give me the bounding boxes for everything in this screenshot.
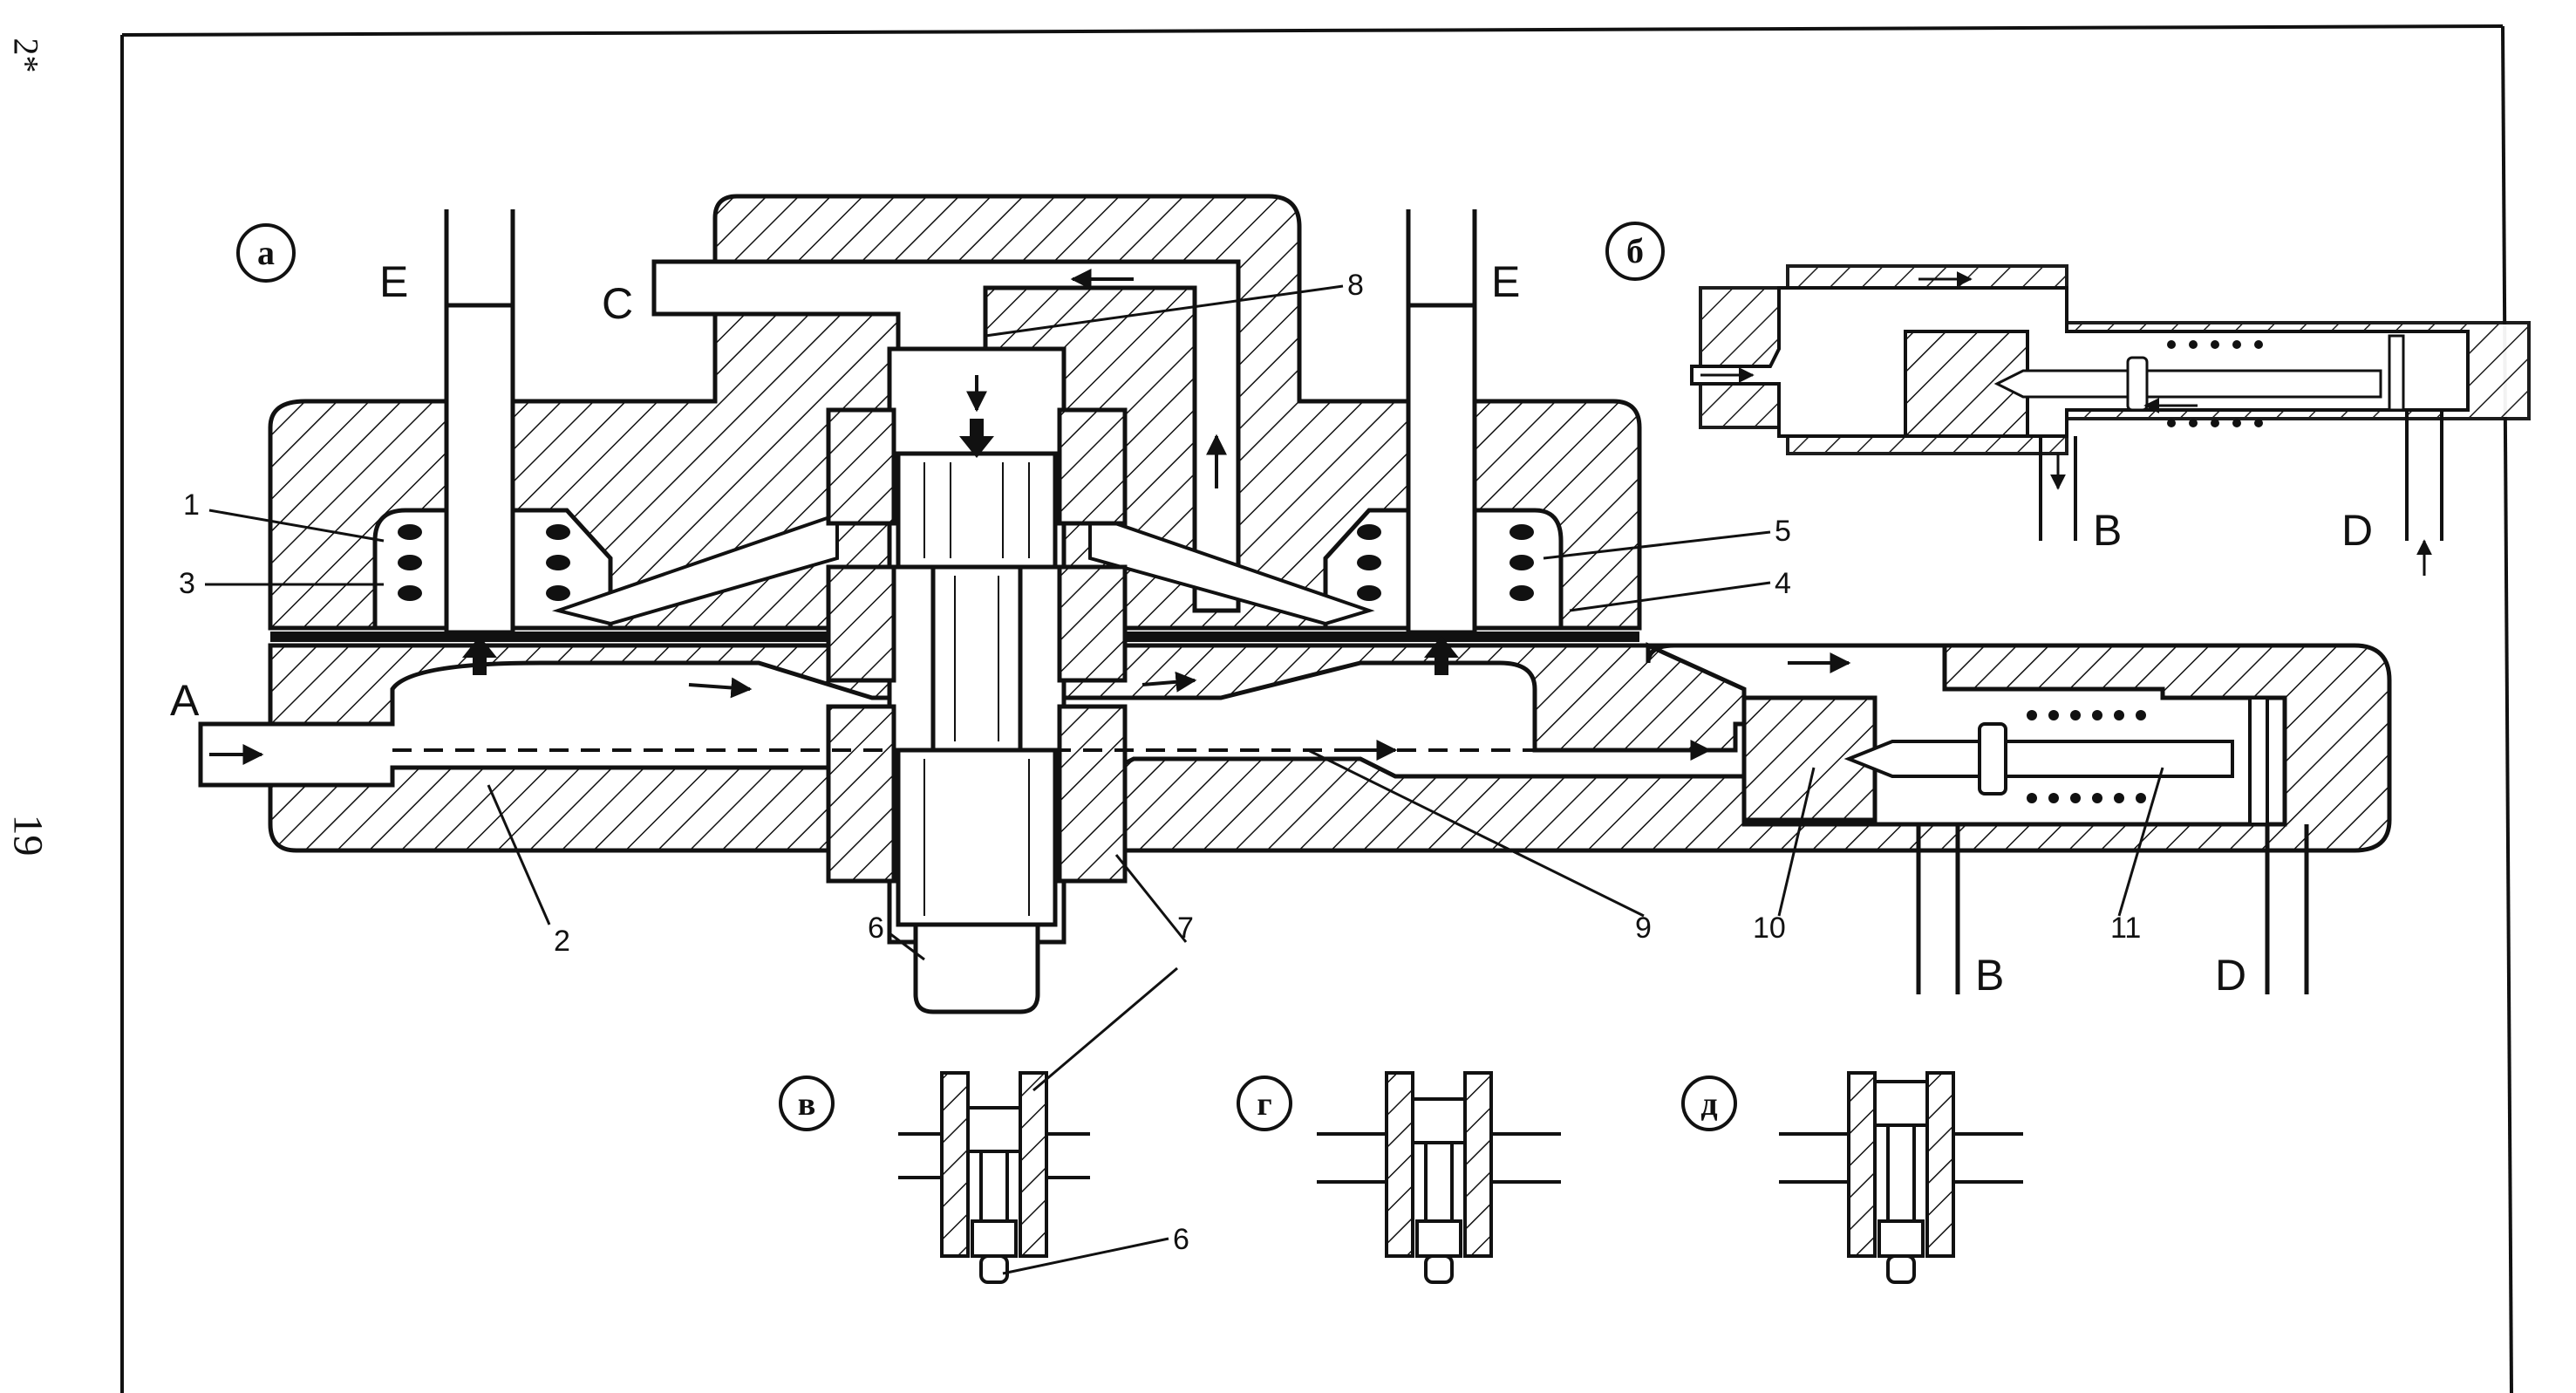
callout-3: 3 — [179, 567, 195, 600]
port-label-d-main: D — [2215, 951, 2246, 1000]
sleeve-top-right — [1057, 407, 1128, 526]
left-branch-channel — [551, 512, 839, 626]
sleeve-mid-right — [1057, 564, 1128, 683]
frame-top — [121, 24, 2504, 37]
inset-b-piston — [2126, 356, 2149, 412]
inset-b-ejector — [1690, 264, 2531, 576]
right-spring — [1357, 524, 1534, 601]
left-spring — [398, 524, 570, 601]
callout-7: 7 — [1177, 912, 1194, 945]
pressure-arrows — [462, 419, 1459, 675]
spool-lower — [896, 748, 1058, 927]
ejector-piston — [1978, 722, 2007, 796]
view-v-position — [898, 1071, 1090, 1284]
view-circle-g: г — [1237, 1075, 1292, 1131]
ejector-spring — [2027, 710, 2146, 803]
sleeve-bot-left — [826, 704, 896, 884]
spool-stem — [930, 564, 1023, 753]
frame-right — [2501, 25, 2513, 1393]
callout-6: 6 — [868, 912, 884, 945]
spool-tip — [913, 922, 1040, 1014]
port-label-c: C — [602, 279, 633, 328]
main-valve-body — [198, 194, 2392, 1014]
sleeve-top-left — [826, 407, 896, 526]
port-label-b-inset: B — [2093, 506, 2122, 555]
ejector-end-disc — [2248, 696, 2269, 826]
sleeve-bot-right — [1057, 704, 1128, 884]
port-label-a: A — [170, 676, 200, 725]
inset-b-spring — [2167, 340, 2263, 427]
view-label-d: д — [1700, 1086, 1717, 1123]
leader-lines — [205, 284, 2164, 961]
spool-upper — [896, 451, 1058, 570]
callout-1: 1 — [183, 488, 200, 522]
flow-arrows — [209, 269, 1851, 765]
callout-9: 9 — [1635, 912, 1652, 945]
view-label-b: б — [1626, 231, 1644, 270]
port-label-b-main: B — [1975, 951, 2004, 1000]
callout-2: 2 — [554, 925, 570, 958]
view-circle-a: а — [236, 223, 296, 283]
view-circle-b: б — [1605, 222, 1665, 281]
view-circle-d: д — [1681, 1075, 1737, 1131]
inset-b-needle — [1993, 369, 2382, 399]
callout-6-small: 6 — [1173, 1223, 1189, 1256]
port-label-e-left: E — [379, 257, 408, 306]
callout-8: 8 — [1347, 269, 1364, 302]
leader-6-small — [1002, 1237, 1169, 1275]
callout-4: 4 — [1775, 567, 1791, 600]
view-label-g: г — [1257, 1086, 1271, 1123]
view-d-position — [1779, 1071, 2023, 1284]
inset-b-channel — [1690, 286, 2470, 438]
sleeve-mid-left — [826, 564, 896, 683]
callout-10: 10 — [1753, 912, 1786, 945]
channel-c — [651, 259, 1241, 613]
leader-7-small — [1032, 966, 1178, 1092]
inset-b-disc — [2388, 334, 2405, 412]
ejector-needle — [1843, 740, 2234, 778]
view-label-a: а — [257, 233, 275, 272]
callout-11: 11 — [2110, 912, 2141, 945]
view-g-position — [1317, 1071, 1561, 1284]
port-label-d-inset: D — [2341, 506, 2373, 555]
left-stem-e — [444, 303, 515, 635]
callout-5: 5 — [1775, 515, 1791, 548]
view-circle-v: в — [779, 1075, 835, 1131]
view-label-v: в — [798, 1086, 816, 1123]
port-label-e-right: E — [1491, 257, 1520, 306]
spool-shading — [923, 462, 1030, 916]
right-branch-channel — [1088, 512, 1375, 626]
right-stem-e — [1406, 303, 1477, 635]
